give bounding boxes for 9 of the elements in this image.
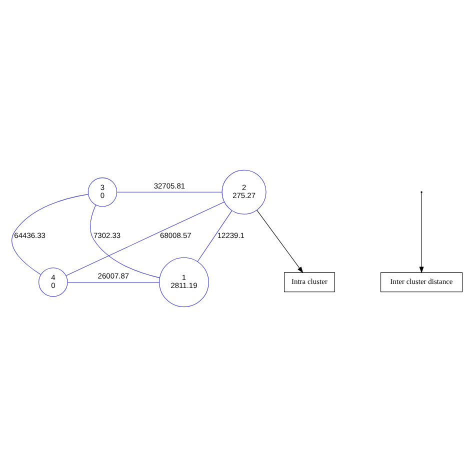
connector — [90, 204, 160, 278]
connector — [67, 281, 160, 282]
connector — [197, 210, 232, 262]
node-box: Inter cluster distance — [380, 272, 463, 292]
arrow — [256, 209, 304, 273]
node-box: Intra cluster — [284, 272, 335, 292]
connector — [116, 191, 222, 192]
connector — [66, 201, 224, 276]
connector — [12, 194, 88, 274]
